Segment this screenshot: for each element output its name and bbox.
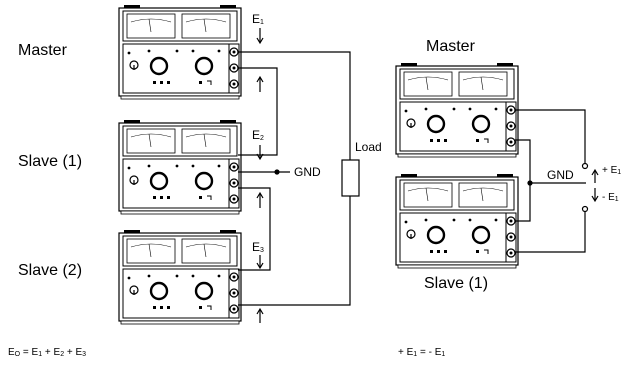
slave1-supply-right [394,172,520,270]
gnd-label-right: GND [547,168,574,182]
formula-right: + E1 = - E1 [398,347,446,358]
e3-label: E3 [252,240,264,254]
plus-e1-label: + E1 [602,165,622,176]
master-label-left: Master [18,42,67,59]
gnd-label-left: GND [294,165,321,179]
minus-e1-label: - E1 [602,192,619,203]
slave2-supply-left [117,228,243,326]
slave1-supply-left [117,118,243,216]
master-supply-right [394,61,520,159]
master-supply-left [117,3,243,101]
slave1-label-left: Slave (1) [18,153,83,170]
slave2-label-left: Slave (2) [18,262,83,279]
load-label: Load [355,140,382,154]
master-label-right: Master [426,38,475,55]
right-wiring [515,109,599,253]
slave1-label-right: Slave (1) [424,275,489,292]
formula-left: EO = E1 + E2 + E3 [8,347,87,358]
e1-label: E1 [252,12,264,26]
e2-label: E2 [252,128,264,142]
left-wiring [238,28,360,323]
